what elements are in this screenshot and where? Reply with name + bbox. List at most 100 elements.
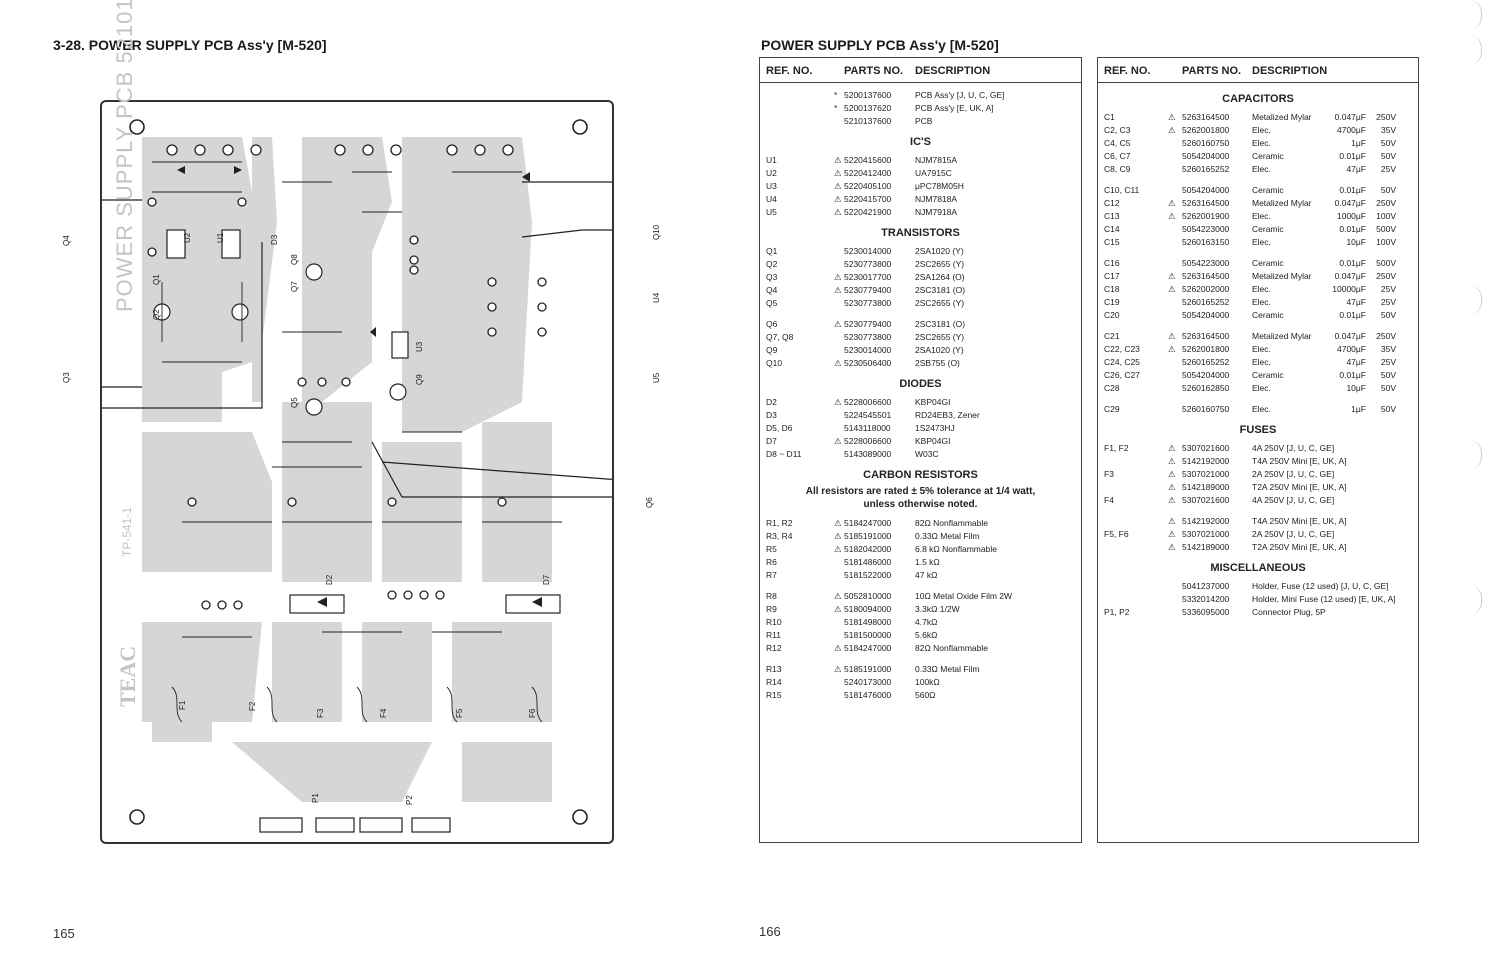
- description: 560Ω: [915, 690, 936, 700]
- ref-no: R10: [766, 617, 782, 627]
- description: T2A 250V Mini [E, UK, A]: [1252, 542, 1347, 552]
- part-no: 5230773800: [844, 332, 892, 342]
- part-no: 5230773800: [844, 298, 892, 308]
- value: 0.01μF: [1339, 258, 1366, 268]
- voltage: 50V: [1380, 383, 1396, 393]
- section-heading: IC'S: [910, 136, 931, 148]
- component-label: F3: [316, 708, 325, 718]
- description: 2SC3181 (O): [915, 319, 966, 329]
- warning-icon: ⚠: [1168, 456, 1176, 466]
- warning-icon: ⚠: [1168, 284, 1176, 294]
- component-label: Q9: [415, 374, 424, 385]
- warning-icon: ⚠: [1168, 482, 1176, 492]
- description: 4A 250V [J, U, C, GE]: [1252, 443, 1335, 453]
- component-label: Q10: [652, 224, 661, 240]
- part-no: 5052810000: [844, 591, 892, 601]
- part-no: 5263164500: [1182, 271, 1230, 281]
- part-no: 5230779400: [844, 319, 892, 329]
- ref-no: C13: [1104, 211, 1120, 221]
- ref-no: D5, D6: [766, 423, 793, 433]
- header-ref: REF. NO.: [766, 65, 813, 77]
- warning-icon: ⚠: [1168, 271, 1176, 281]
- part-no: 5185191000: [844, 531, 892, 541]
- board-logo: TEAC: [115, 645, 140, 707]
- right-page: POWER SUPPLY PCB Ass'y [M-520] REF. NO. …: [700, 0, 1496, 969]
- warning-icon: ⚠: [834, 544, 842, 554]
- part-no: 5262001800: [1182, 125, 1230, 135]
- part-no: 5181498000: [844, 617, 892, 627]
- ref-no: R7: [766, 570, 777, 580]
- ref-no: R14: [766, 677, 782, 687]
- component-label: U4: [652, 292, 661, 303]
- part-no: 5182042000: [844, 544, 892, 554]
- left-page-number: 165: [53, 926, 75, 941]
- description: 2SA1020 (Y): [915, 246, 964, 256]
- description: PCB Ass'y [E, UK, A]: [915, 103, 994, 113]
- part-no: 5220415700: [844, 194, 892, 204]
- description: 2SA1264 (O): [915, 272, 965, 282]
- component-label: Q3: [62, 372, 71, 383]
- ref-no: R6: [766, 557, 777, 567]
- ref-no: R12: [766, 643, 782, 653]
- component-label: D3: [270, 234, 279, 245]
- description: RD24EB3, Zener: [915, 410, 980, 420]
- ref-no: C28: [1104, 383, 1120, 393]
- row-gap: [760, 655, 1081, 663]
- ref-no: Q3: [766, 272, 778, 282]
- part-no: 5184247000: [844, 643, 892, 653]
- warning-icon: ⚠: [834, 436, 842, 446]
- part-no: 5180094000: [844, 604, 892, 614]
- voltage: 50V: [1380, 404, 1396, 414]
- binder-edge-mark: [1469, 35, 1482, 65]
- ref-no: Q10: [766, 358, 783, 368]
- warning-icon: ⚠: [834, 272, 842, 282]
- description: 2A 250V [J, U, C, GE]: [1252, 529, 1335, 539]
- component-label: D2: [325, 574, 334, 585]
- description: Elec.: [1252, 383, 1271, 393]
- ref-no: C1: [1104, 112, 1115, 122]
- row-gap: [1098, 176, 1418, 184]
- pcb-diagram: POWER SUPPLY PCB 5210137600 TEAC TP-541-…: [67, 0, 653, 844]
- part-no: 5260163150: [1182, 237, 1230, 247]
- description: Metalized Mylar: [1252, 112, 1312, 122]
- part-no: 5210137600: [844, 116, 892, 126]
- section-heading: MISCELLANEOUS: [1210, 562, 1306, 574]
- left-page-title: 3-28. POWER SUPPLY PCB Ass'y [M-520]: [53, 37, 327, 53]
- warning-icon: ⚠: [1168, 443, 1176, 453]
- part-no: 5228006600: [844, 397, 892, 407]
- ref-no: D7: [766, 436, 777, 446]
- component-label: F5: [455, 708, 464, 718]
- left-page: 3-28. POWER SUPPLY PCB Ass'y [M-520]: [0, 0, 700, 969]
- row-gap: [1098, 322, 1418, 330]
- ref-no: F5, F6: [1104, 529, 1129, 539]
- right-page-number: 166: [759, 924, 781, 939]
- warning-icon: ⚠: [834, 285, 842, 295]
- voltage: 50V: [1380, 185, 1396, 195]
- header-parts: PARTS NO.: [1182, 65, 1242, 77]
- right-page-title: POWER SUPPLY PCB Ass'y [M-520]: [761, 37, 999, 53]
- part-no: 5332014200: [1182, 594, 1230, 604]
- part-no: 5260165252: [1182, 164, 1230, 174]
- ref-no: D8 ~ D11: [766, 449, 802, 459]
